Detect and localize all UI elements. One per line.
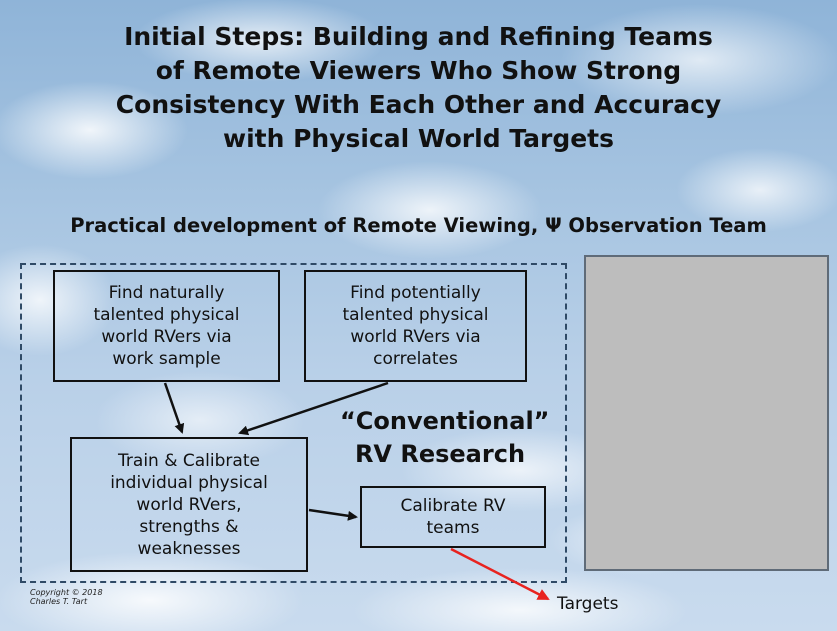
slide-title: Initial Steps: Building and Refining Tea…: [40, 20, 797, 156]
conventional-research-label: “Conventional” RV Research: [340, 405, 550, 471]
arrow-natural-to-train: [163, 382, 185, 434]
gray-placeholder-panel: [584, 255, 829, 571]
box-text-line: strengths &: [139, 516, 239, 537]
box-text-line: talented physical: [342, 305, 489, 325]
box-text-line: world RVers via: [101, 327, 232, 347]
box-text-line: correlates: [373, 349, 458, 369]
box-text-line: Find potentially: [350, 283, 481, 303]
box-text-line: Train & Calibrate: [118, 450, 260, 471]
copyright-line: Copyright © 2018: [30, 588, 103, 597]
conventional-line: RV Research: [354, 440, 526, 468]
box-text-line: world RVers via: [350, 327, 481, 347]
conventional-research-region: [20, 263, 567, 583]
train-calibrate-box: Train & Calibrate individual physical wo…: [70, 437, 308, 572]
copyright-notice: Copyright © 2018 Charles T. Tart: [30, 588, 103, 606]
find-naturally-talented-box: Find naturally talented physical world R…: [53, 270, 280, 382]
copyright-line: Charles T. Tart: [30, 597, 88, 606]
box-text-line: teams: [426, 518, 480, 538]
arrow-correlates-to-train: [238, 381, 389, 436]
calibrate-teams-box: Calibrate RV teams: [360, 486, 546, 548]
box-text-line: world RVers,: [136, 494, 242, 515]
title-line: with Physical World Targets: [222, 124, 614, 153]
box-text-line: Calibrate RV: [400, 496, 506, 516]
box-text-line: talented physical: [93, 305, 240, 325]
box-text-line: weaknesses: [137, 538, 241, 559]
conventional-line: “Conventional”: [340, 407, 550, 435]
find-potentially-talented-box: Find potentially talented physical world…: [304, 270, 527, 382]
title-line: of Remote Viewers Who Show Strong: [155, 56, 682, 85]
title-line: Consistency With Each Other and Accuracy: [115, 90, 722, 119]
box-text-line: work sample: [112, 349, 221, 369]
targets-label: Targets: [557, 594, 619, 614]
arrow-teams-to-targets: [450, 547, 550, 601]
box-text-line: Find naturally: [108, 283, 225, 303]
slide-subtitle: Practical development of Remote Viewing,…: [70, 214, 767, 237]
title-line: Initial Steps: Building and Refining Tea…: [124, 22, 713, 51]
arrow-train-to-teams: [308, 508, 358, 521]
box-text-line: individual physical: [110, 472, 268, 493]
